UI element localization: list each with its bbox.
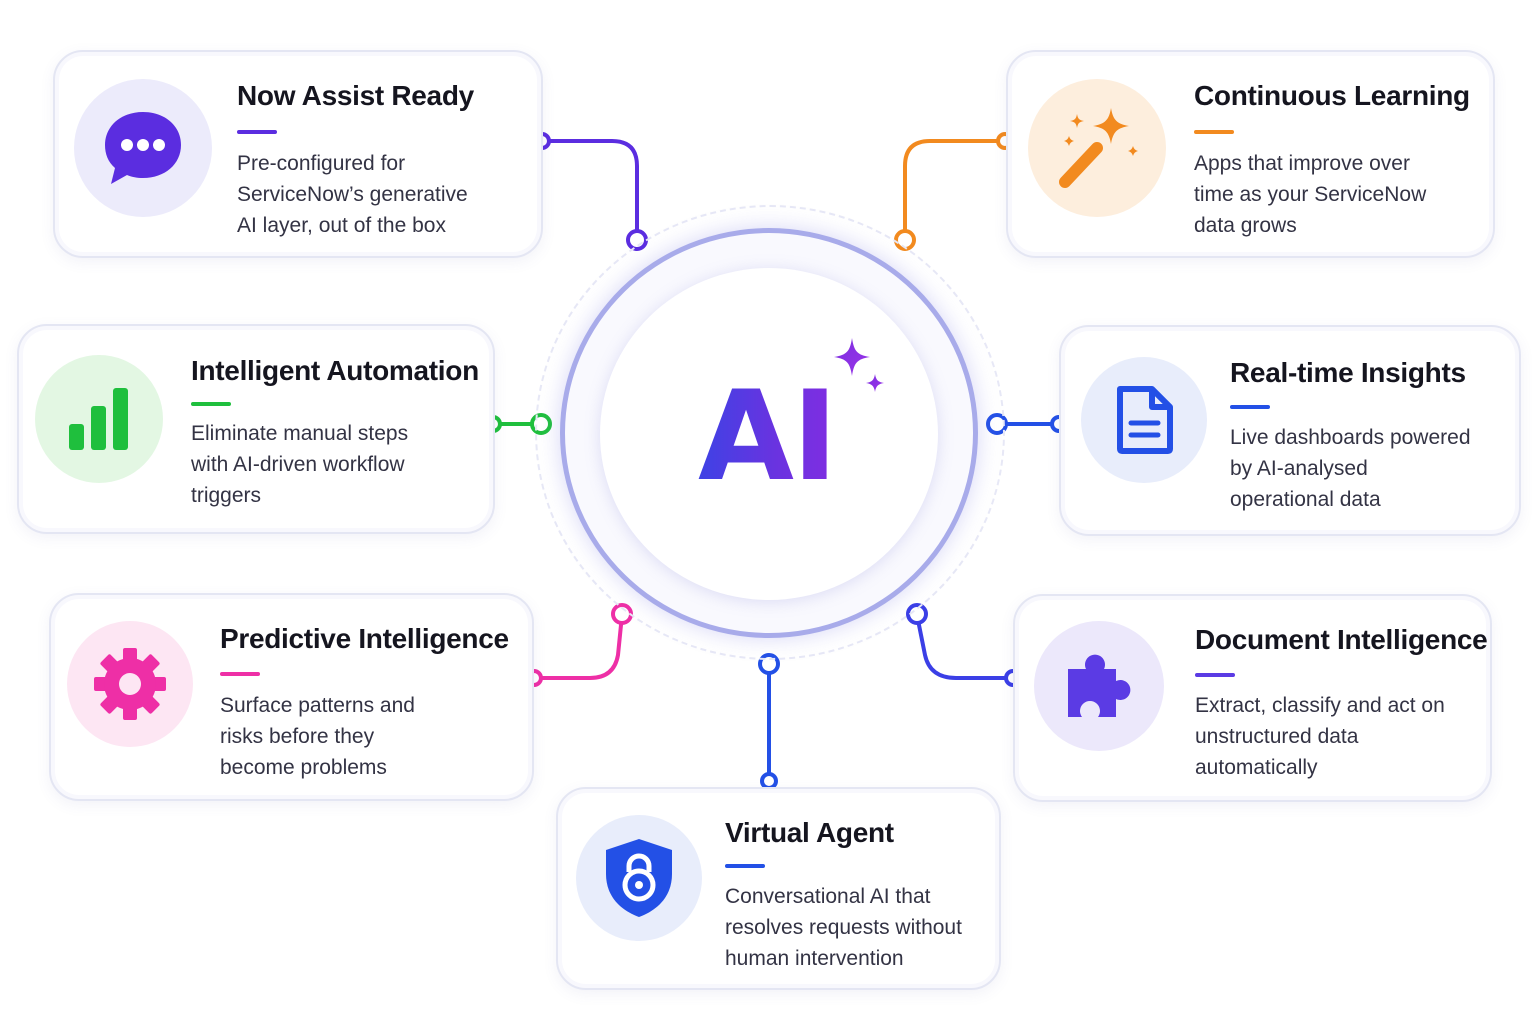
gear-icon xyxy=(67,621,193,747)
card-description: Conversational AI that resolves requests… xyxy=(725,885,962,970)
puzzle-icon xyxy=(1034,621,1164,751)
chat-bubble-icon xyxy=(74,79,212,217)
card-description: Pre-configured for ServiceNow’s generati… xyxy=(237,152,468,237)
sparkle-icon xyxy=(834,338,884,392)
bar-chart-icon xyxy=(35,355,163,483)
title-accent xyxy=(191,402,231,406)
card-title: Continuous Learning xyxy=(1194,80,1470,111)
magic-wand-icon xyxy=(1028,79,1166,217)
title-accent xyxy=(237,130,277,134)
document-icon xyxy=(1081,357,1207,483)
connector-node xyxy=(760,772,778,790)
card-title: Intelligent Automation xyxy=(191,355,479,386)
connector-continuous-learning xyxy=(903,139,1007,242)
connector-document-intelligence xyxy=(915,613,1015,680)
card-title: Predictive Intelligence xyxy=(220,623,509,654)
title-accent xyxy=(1230,405,1270,409)
card-description: Surface patterns and risks before they b… xyxy=(220,694,415,779)
ai-hub-inner xyxy=(600,268,938,600)
card-title: Virtual Agent xyxy=(725,817,894,848)
card-description: Extract, classify and act on unstructure… xyxy=(1195,694,1445,779)
title-accent xyxy=(725,864,765,868)
card-title: Real-time Insights xyxy=(1230,357,1466,388)
card-title: Now Assist Ready xyxy=(237,80,474,111)
card-description: Eliminate manual steps with AI-driven wo… xyxy=(191,422,409,507)
card-description: Apps that improve over time as your Serv… xyxy=(1194,152,1427,237)
connector-predictive-intelligence xyxy=(532,613,624,680)
card-description: Live dashboards powered by AI-analysed o… xyxy=(1230,426,1471,511)
hub-outer-ring xyxy=(535,205,1005,660)
title-accent xyxy=(1195,673,1235,677)
title-accent xyxy=(220,672,260,676)
shield-lock-icon xyxy=(576,815,702,941)
title-accent xyxy=(1194,130,1234,134)
connector-now-assist xyxy=(540,139,639,242)
hub-label: AI xyxy=(672,372,862,502)
card-title: Document Intelligence xyxy=(1195,624,1488,655)
